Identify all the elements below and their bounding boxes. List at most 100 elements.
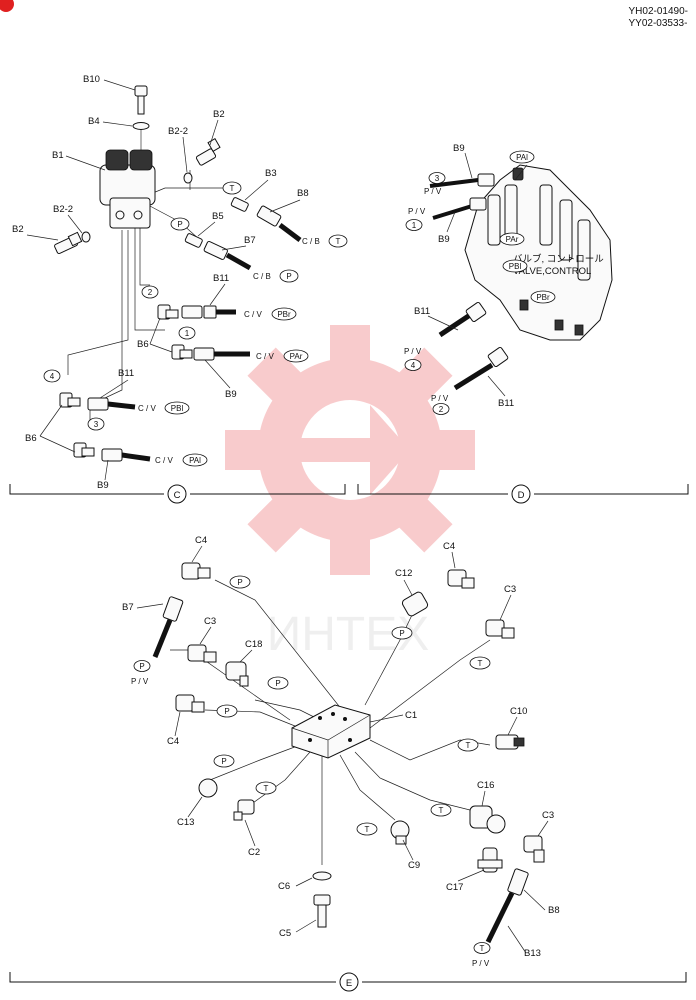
- label-c6: C6: [278, 881, 290, 892]
- fitting-b2-top: [195, 137, 221, 166]
- label-b11-d2: B11: [498, 398, 514, 409]
- label-c4-b: C4: [443, 541, 455, 552]
- elbow-b6-low2: [73, 442, 95, 458]
- svg-text:P: P: [399, 629, 404, 638]
- elbow-c4-b: [447, 569, 475, 589]
- port-t-e5: T: [356, 822, 378, 836]
- label-b11-d1: B11: [414, 306, 430, 317]
- port-t-e3: T: [255, 781, 277, 795]
- valve-label-jp: バルブ, コントロール: [513, 253, 604, 265]
- port-p-e2: P: [391, 626, 413, 640]
- bolt-c5: [313, 894, 331, 928]
- svg-text:PAl: PAl: [516, 153, 528, 162]
- label-c17: C17: [446, 882, 463, 893]
- svg-text:P: P: [224, 707, 229, 716]
- port-4-c: 4: [43, 369, 61, 383]
- elbow-c3-c: [523, 835, 545, 863]
- section-e-label: E: [346, 978, 352, 989]
- section-e: C4 C4 C12 C3 B7 C3 C18 C1 C10 C4 C13 C2 …: [122, 535, 560, 968]
- hose-b11-low: [87, 397, 136, 411]
- svg-text:T: T: [466, 741, 471, 750]
- svg-text:P / V: P / V: [424, 187, 442, 196]
- label-c2: C2: [248, 847, 260, 858]
- control-valve-body: [464, 164, 613, 341]
- elbow-c3-b: [187, 644, 217, 663]
- hose-b9-low: [101, 448, 151, 462]
- section-c-label: C: [174, 490, 181, 501]
- label-c5: C5: [279, 928, 291, 939]
- label-b9-d1: B9: [453, 143, 465, 154]
- hose-b9-d-lower: [432, 197, 487, 220]
- hose-b9-d-upper: [429, 173, 495, 188]
- svg-text:4: 4: [411, 361, 416, 370]
- label-c3-b: C3: [204, 616, 216, 627]
- elbow-c16: [469, 805, 506, 834]
- svg-text:P: P: [221, 757, 226, 766]
- elbow-c4-c: [175, 694, 205, 713]
- svg-text:T: T: [230, 184, 235, 193]
- port-pbl-visible: PBl: [502, 259, 528, 273]
- port-p-e1: P: [229, 575, 251, 589]
- bolt-b10: [134, 85, 148, 115]
- svg-text:C / B: C / B: [302, 237, 320, 246]
- label-b4: B4: [88, 116, 100, 127]
- label-b13: B13: [524, 948, 541, 959]
- corner-mark: [0, 0, 14, 12]
- port-2-c: 2: [141, 285, 159, 299]
- svg-text:P: P: [286, 272, 291, 281]
- plug-c9: [390, 820, 410, 845]
- svg-text:P / V: P / V: [431, 394, 449, 403]
- callout-pv-3: 3 P / V: [424, 172, 446, 196]
- elbow-c3-a: [485, 619, 515, 639]
- valve-label-en: VALVE,CONTROL: [513, 266, 591, 277]
- fitting-b2-left: [54, 231, 83, 255]
- label-b6-low: B6: [25, 433, 37, 444]
- svg-text:P / V: P / V: [131, 677, 149, 686]
- port-pbr-d: PBr: [530, 290, 556, 304]
- hose-b11-d-lower: [453, 346, 509, 391]
- hose-b11-d-upper: [438, 301, 487, 338]
- svg-text:PBr: PBr: [536, 293, 550, 302]
- elbow-c4-a: [181, 562, 211, 580]
- label-c13: C13: [177, 817, 194, 828]
- label-c4-c: C4: [167, 736, 179, 747]
- plug-c13: [198, 778, 218, 798]
- section-d-label: D: [518, 490, 525, 501]
- port-pai-d: PAl: [509, 150, 535, 164]
- callout-pv-2: P / V 2: [431, 394, 450, 415]
- svg-text:2: 2: [439, 405, 444, 414]
- port-p-e3: P: [267, 676, 289, 690]
- callout-cv-pbl: C / V PBl: [138, 401, 190, 415]
- elbow-b6-upper: [157, 304, 179, 320]
- washer-b4: [132, 122, 150, 130]
- manifold-c1: [291, 704, 371, 759]
- svg-text:P / V: P / V: [404, 347, 422, 356]
- label-b2-left: B2: [12, 224, 24, 235]
- label-b11-low: B11: [118, 368, 134, 379]
- oring-b2-2-top: [183, 172, 193, 184]
- label-b1: B1: [52, 150, 64, 161]
- port-t-e2: T: [457, 738, 479, 752]
- oring-b2-2-left: [81, 231, 91, 243]
- label-b2-2-top: B2-2: [168, 126, 188, 137]
- svg-text:C / V: C / V: [244, 310, 262, 319]
- port-3-c: 3: [87, 417, 105, 431]
- svg-text:T: T: [439, 806, 444, 815]
- svg-text:2: 2: [148, 288, 153, 297]
- label-b2-2-left: B2-2: [53, 204, 73, 215]
- svg-text:C / B: C / B: [253, 272, 271, 281]
- drawing-code: YH02-01490- YY02-03533-: [629, 6, 688, 30]
- label-b8-e: B8: [548, 905, 560, 916]
- label-b5: B5: [212, 211, 224, 222]
- svg-text:C / V: C / V: [256, 352, 274, 361]
- svg-text:3: 3: [94, 420, 99, 429]
- callout-pv-t-e: T P / V: [472, 942, 491, 968]
- section-d-brace: D: [357, 484, 689, 504]
- hose-b8-e: [485, 868, 529, 944]
- svg-text:PBr: PBr: [277, 310, 291, 319]
- label-b7-e: B7: [122, 602, 134, 613]
- section-c-brace: C: [9, 484, 346, 504]
- label-b6-mid: B6: [137, 339, 149, 350]
- label-c9: C9: [408, 860, 420, 871]
